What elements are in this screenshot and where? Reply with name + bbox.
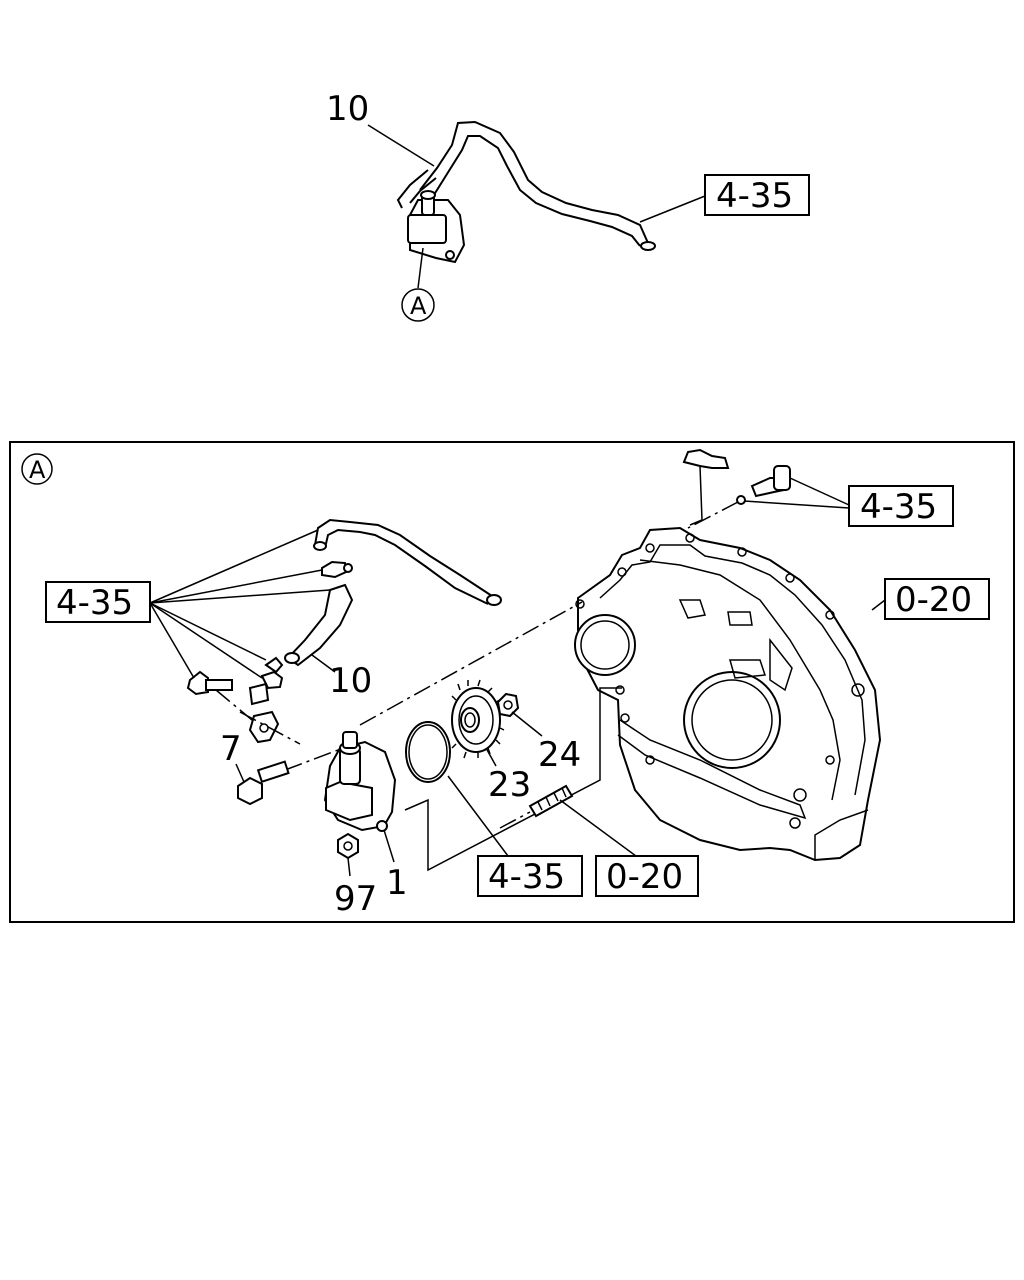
detail-marker-circle (21, 453, 53, 485)
hose-label: 10 (329, 661, 372, 701)
pump-gear (451, 679, 505, 759)
flywheel-housing (574, 526, 882, 862)
detail-marker: A (29, 456, 46, 484)
hose-group-ref: 4-35 (56, 583, 133, 623)
gear-label: 23 (488, 765, 531, 805)
vacuum-pump (323, 731, 397, 832)
stud-ref-box (595, 855, 699, 897)
pump-nut (337, 832, 359, 860)
overview-detail-marker-circle (401, 288, 435, 322)
hose-group-ref-box (45, 581, 151, 623)
overview-detail-marker: A (410, 292, 427, 320)
top-bracket: 4-35 (682, 448, 954, 529)
o-ring-ref-box (477, 855, 583, 897)
flywheel-housing-ref: 0-20 (895, 580, 972, 620)
detail-hoses (186, 518, 502, 745)
pump-label: 1 (386, 863, 408, 903)
detail-frame (9, 441, 1015, 923)
overview-hose-label: 10 (326, 89, 369, 129)
overview-hose (419, 120, 649, 244)
stud-ref: 0-20 (606, 857, 683, 897)
overview-view: 10 4-35 A (326, 89, 810, 322)
overview-ref-box (704, 174, 810, 216)
hose-group-leaders (149, 529, 331, 679)
o-ring (405, 721, 451, 783)
pump-bolt (237, 760, 290, 806)
bracket-bolt-ref: 4-35 (860, 487, 937, 527)
bolt-label: 7 (220, 729, 242, 769)
gear-nut-label: 24 (538, 735, 581, 775)
stud (528, 784, 574, 818)
gear-nut (496, 692, 520, 718)
overview-vacuum-pump (407, 190, 466, 264)
nut-label: 97 (334, 879, 377, 919)
flywheel-housing-ref-box (884, 578, 990, 620)
detail-view: A (9, 441, 1015, 923)
o-ring-ref: 4-35 (488, 857, 565, 897)
overview-ref-label: 4-35 (716, 176, 793, 216)
bracket-bolt-ref-box (848, 485, 954, 527)
